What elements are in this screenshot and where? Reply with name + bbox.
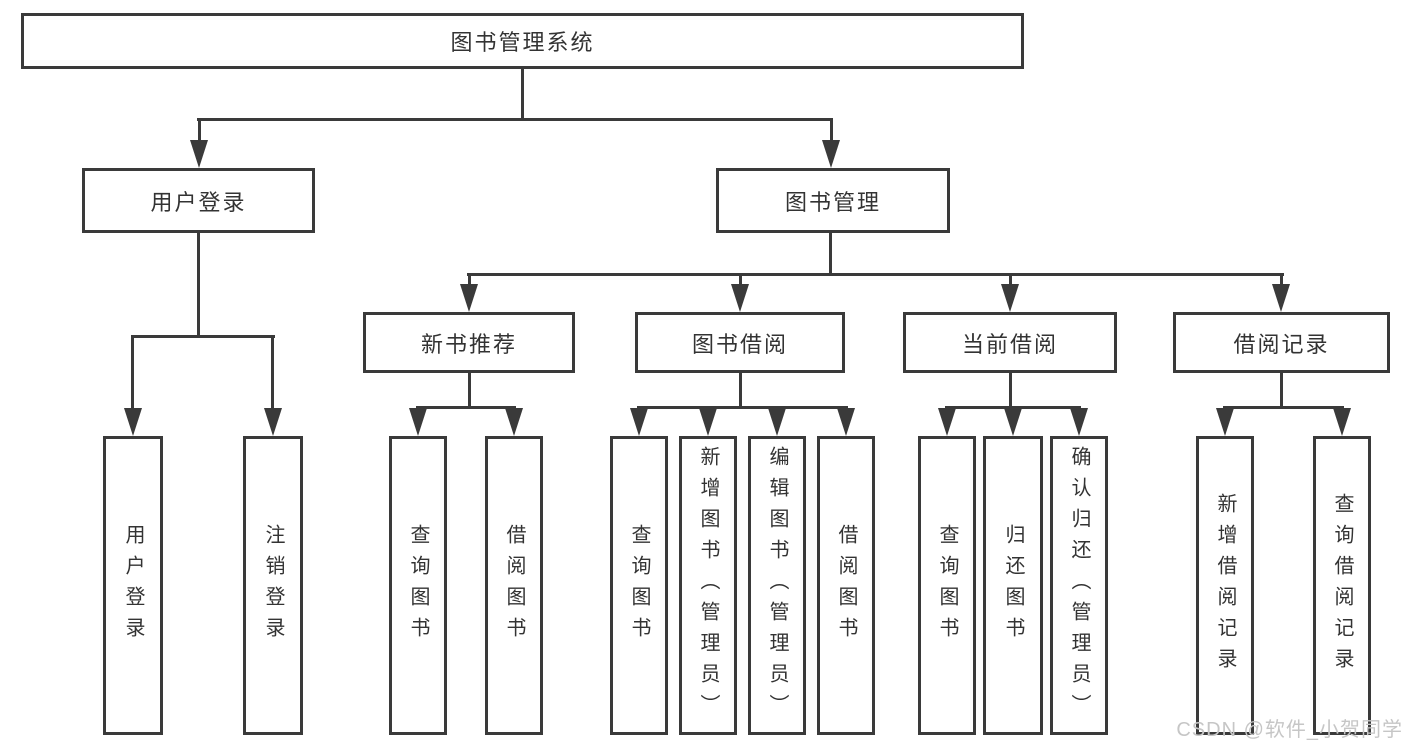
arrow-down-icon <box>822 140 840 168</box>
node-label: 用户登录 <box>150 189 247 215</box>
connector-user-login-bar <box>131 335 275 338</box>
leaf-label: 查询图书 <box>936 523 958 648</box>
leaf-label: 新增借阅记录 <box>1214 492 1236 679</box>
arrow-down-icon <box>124 408 142 436</box>
arrow-down-icon <box>837 408 855 436</box>
connector-book-borrow-drop <box>739 373 742 409</box>
connector-bar <box>945 406 1081 409</box>
node-book-borrow: 图书借阅 <box>635 312 845 373</box>
leaf-label: 查询图书 <box>407 523 429 648</box>
connector-root-trunk <box>521 68 524 121</box>
arrow-down-icon <box>1216 408 1234 436</box>
leaf-label: 注销登录 <box>262 523 284 648</box>
node-label: 借阅记录 <box>1233 331 1330 357</box>
connector-new-book-recommend-drop <box>468 373 471 409</box>
csdn-watermark: CSDN @软件_小贺同学 <box>1176 719 1403 741</box>
node-label: 新书推荐 <box>420 331 517 357</box>
arrow-down-icon <box>1272 284 1290 312</box>
arrow-down-icon <box>505 408 523 436</box>
leaf-confirm-return-admin: 确认归还（管理员） <box>1050 436 1108 735</box>
leaf-query-books-recommend: 查询图书 <box>389 436 447 735</box>
leaf-add-book-admin: 新增图书（管理员） <box>679 436 737 735</box>
node-library-management-system: 图书管理系统 <box>21 13 1024 69</box>
connector-bar <box>1223 406 1344 409</box>
arrow-down-icon <box>460 284 478 312</box>
arrow-down-icon <box>768 408 786 436</box>
leaf-return-books: 归还图书 <box>983 436 1043 735</box>
connector-level3-bar <box>467 273 1284 276</box>
connector-stem <box>198 118 201 144</box>
leaf-query-books-borrow: 查询图书 <box>610 436 668 735</box>
arrow-down-icon <box>1333 408 1351 436</box>
node-label: 图书借阅 <box>691 331 788 357</box>
connector-stem <box>739 273 742 287</box>
connector-stem <box>1009 273 1012 287</box>
leaf-user-login: 用户登录 <box>103 436 163 735</box>
node-label: 当前借阅 <box>961 331 1058 357</box>
arrow-down-icon <box>409 408 427 436</box>
arrow-down-icon <box>190 140 208 168</box>
arrow-down-icon <box>630 408 648 436</box>
node-label: 图书管理系统 <box>450 30 595 55</box>
node-book-management: 图书管理 <box>716 168 950 233</box>
leaf-label: 归还图书 <box>1002 523 1024 648</box>
leaf-label: 借阅图书 <box>503 523 525 648</box>
leaf-label: 借阅图书 <box>835 523 857 648</box>
leaf-label: 用户登录 <box>122 523 144 648</box>
leaf-query-books-current: 查询图书 <box>918 436 976 735</box>
node-new-book-recommend: 新书推荐 <box>363 312 575 373</box>
connector-stem <box>830 118 833 144</box>
node-user-login: 用户登录 <box>82 168 315 233</box>
connector-bar <box>416 406 516 409</box>
connector-level2-bar <box>197 118 833 121</box>
leaf-label: 查询借阅记录 <box>1331 492 1353 679</box>
arrow-down-icon <box>264 408 282 436</box>
leaf-edit-book-admin: 编辑图书（管理员） <box>748 436 806 735</box>
connector-bar <box>637 406 848 409</box>
leaf-label: 编辑图书（管理员） <box>766 446 788 725</box>
arrow-down-icon <box>731 284 749 312</box>
connector-user-login-drop <box>197 232 200 338</box>
leaf-query-borrow-record: 查询借阅记录 <box>1313 436 1371 735</box>
connector-stem <box>271 335 274 412</box>
leaf-borrow-books: 借阅图书 <box>817 436 875 735</box>
leaf-logout: 注销登录 <box>243 436 303 735</box>
connector-current-borrow-drop <box>1009 373 1012 409</box>
arrow-down-icon <box>1070 408 1088 436</box>
connector-borrow-records-drop <box>1280 373 1283 409</box>
arrow-down-icon <box>1004 408 1022 436</box>
arrow-down-icon <box>1001 284 1019 312</box>
arrow-down-icon <box>938 408 956 436</box>
leaf-add-borrow-record: 新增借阅记录 <box>1196 436 1254 735</box>
connector-stem <box>1280 273 1283 287</box>
node-current-borrow: 当前借阅 <box>903 312 1117 373</box>
leaf-label: 新增图书（管理员） <box>697 446 719 725</box>
connector-book-management-drop <box>829 232 832 276</box>
node-label: 图书管理 <box>784 189 881 215</box>
node-borrow-records: 借阅记录 <box>1173 312 1390 373</box>
arrow-down-icon <box>699 408 717 436</box>
leaf-label: 查询图书 <box>628 523 650 648</box>
connector-stem <box>468 273 471 287</box>
connector-stem <box>131 335 134 412</box>
leaf-borrow-books-recommend: 借阅图书 <box>485 436 543 735</box>
leaf-label: 确认归还（管理员） <box>1068 446 1090 725</box>
